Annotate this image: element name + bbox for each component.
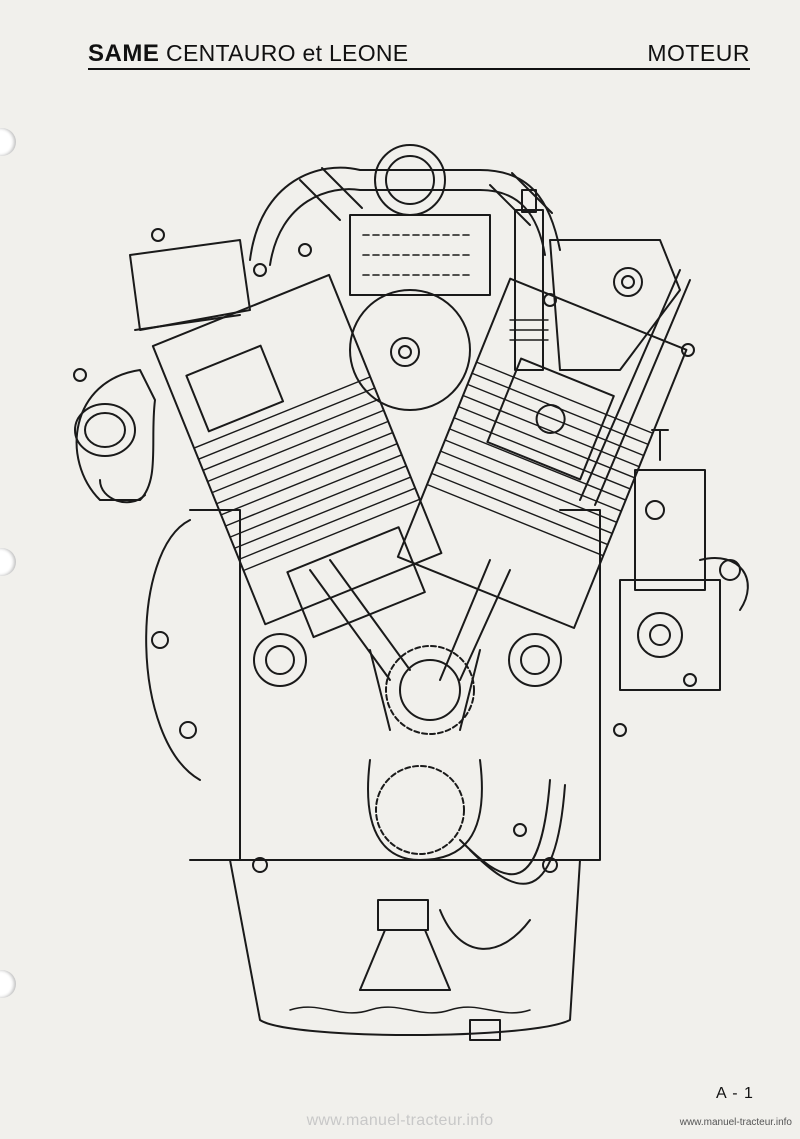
model-names: CENTAURO et LEONE [166, 40, 409, 66]
page-header: SAME CENTAURO et LEONE MOTEUR [88, 38, 750, 70]
section-title: MOTEUR [647, 40, 750, 66]
punch-hole-bottom [0, 970, 16, 998]
page-number: A - 1 [716, 1085, 754, 1102]
punch-hole-middle [0, 548, 16, 576]
watermark[interactable]: www.manuel-tracteur.info [306, 1112, 494, 1129]
punch-hole-top [0, 128, 16, 156]
header-title: SAME CENTAURO et LEONE [88, 40, 408, 68]
engine-cross-section-icon [73, 144, 749, 1041]
brand-name: SAME [88, 40, 160, 67]
header-rule [88, 68, 750, 70]
watermark-small[interactable]: www.manuel-tracteur.info [679, 1117, 792, 1128]
